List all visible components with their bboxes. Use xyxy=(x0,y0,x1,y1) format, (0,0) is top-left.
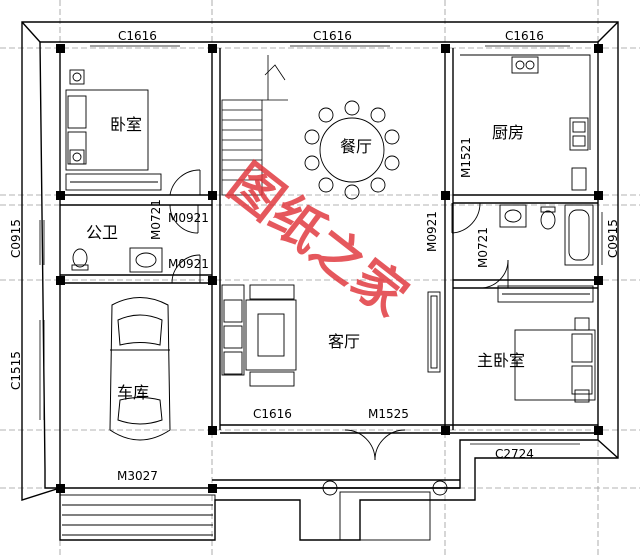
window-label-top-right: C1616 xyxy=(505,29,544,43)
door-label-m0721-a: M0721 xyxy=(149,199,163,240)
door-label-m0921-b: M0921 xyxy=(168,257,209,271)
exterior-walls xyxy=(21,21,619,541)
interior-walls xyxy=(59,48,598,489)
window-label-right-bath: C0915 xyxy=(606,219,620,258)
dining-table xyxy=(304,100,400,200)
car xyxy=(109,297,171,441)
columns xyxy=(56,44,603,493)
bedroom-furniture xyxy=(65,69,162,191)
room-label-bathroom: 公卫 xyxy=(86,223,118,242)
room-label-garage: 车库 xyxy=(117,383,149,402)
windows xyxy=(39,41,603,445)
room-label-bedroom: 卧室 xyxy=(110,115,142,134)
door-label-m3027: M3027 xyxy=(117,469,158,483)
window-label-living: C1616 xyxy=(253,407,292,421)
living-furniture xyxy=(221,284,297,387)
master-bedroom-furniture xyxy=(427,285,596,403)
window-label-top-left: C1616 xyxy=(118,29,157,43)
room-label-living: 客厅 xyxy=(328,332,360,351)
staircase xyxy=(221,55,288,196)
room-label-dining: 餐厅 xyxy=(340,137,372,156)
door-label-m0721-b: M0721 xyxy=(476,227,490,268)
steps-and-porch xyxy=(59,480,448,541)
kitchen-fixtures xyxy=(460,54,591,191)
door-label-m0921-c: M0921 xyxy=(425,211,439,252)
window-label-left-bath: C0915 xyxy=(9,219,23,258)
room-label-kitchen: 厨房 xyxy=(492,123,524,142)
window-label-left-garage: C1515 xyxy=(9,351,23,390)
doors xyxy=(100,75,509,489)
door-label-m1525: M1525 xyxy=(368,407,409,421)
window-label-master: C2724 xyxy=(495,447,534,461)
master-bath-fixtures xyxy=(499,204,594,266)
bathroom-fixtures xyxy=(71,247,163,273)
door-label-m1521: M1521 xyxy=(459,137,473,178)
room-label-master-bedroom: 主卧室 xyxy=(477,351,525,370)
door-label-m0921-a: M0921 xyxy=(168,211,209,225)
watermark-text: 图纸之家 xyxy=(217,153,418,328)
window-label-top-mid: C1616 xyxy=(313,29,352,43)
